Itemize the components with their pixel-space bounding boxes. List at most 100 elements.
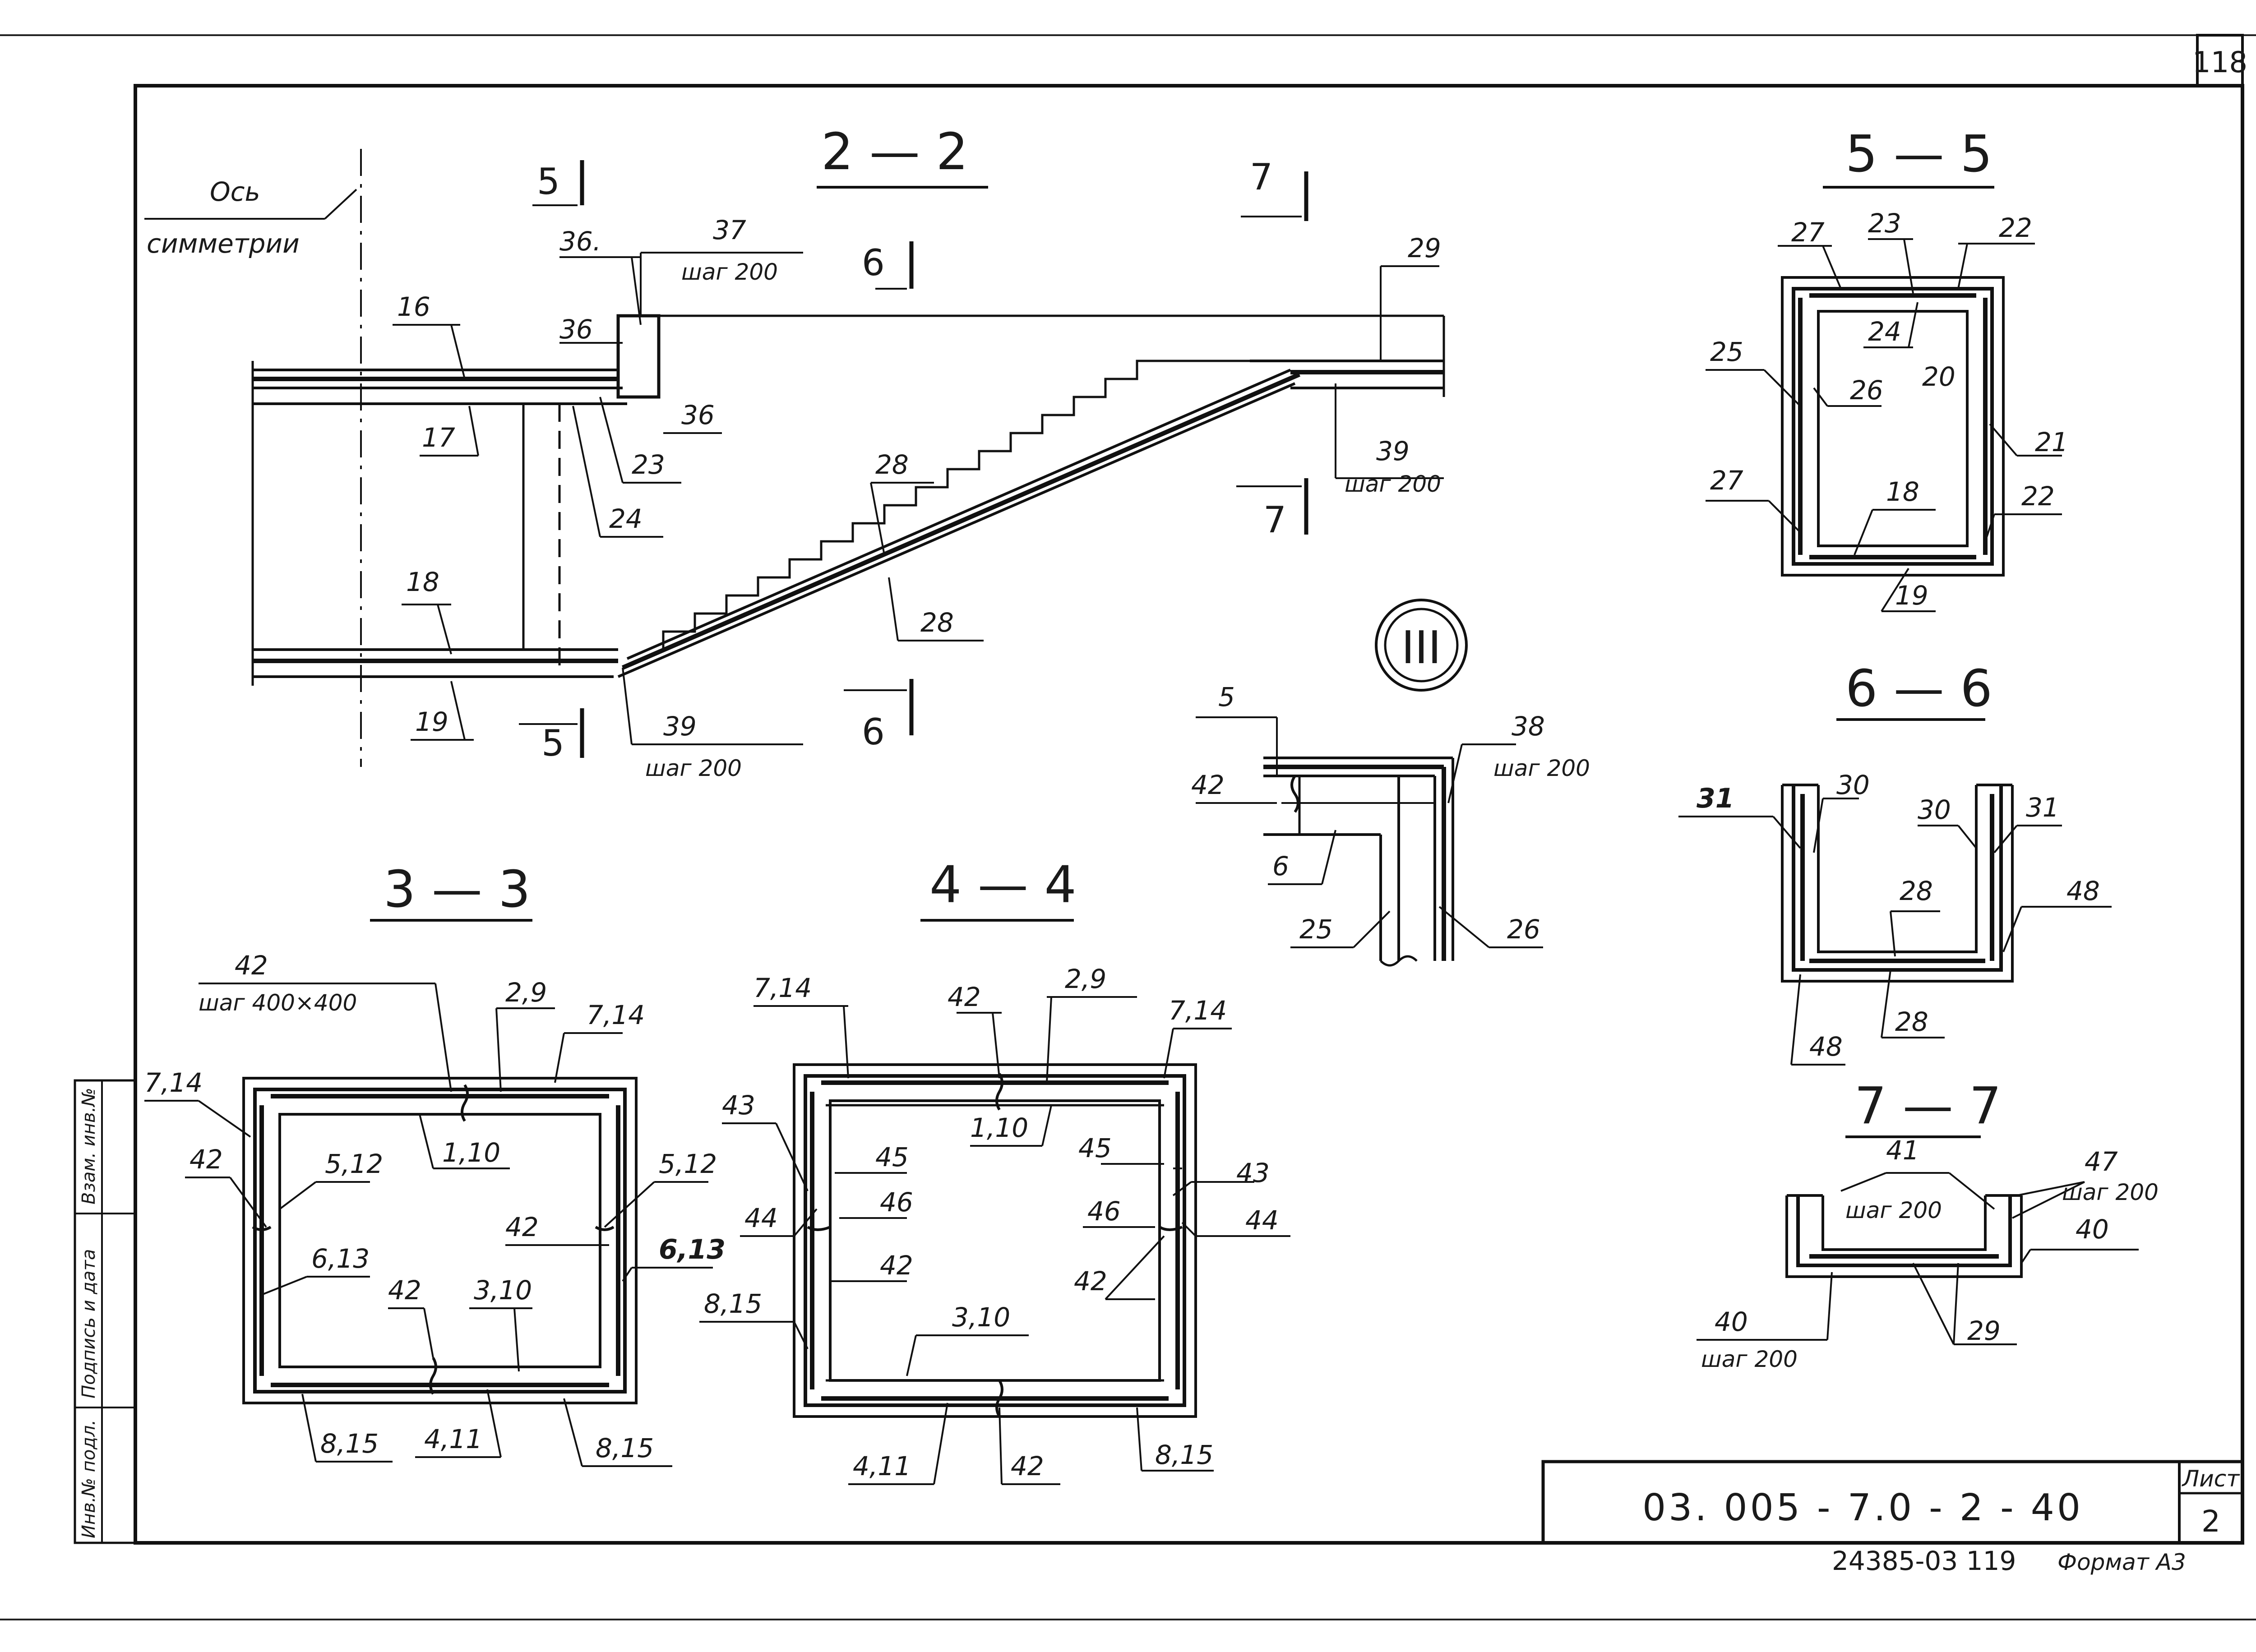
callout-42-bottom: 42 [1011,1451,1044,1481]
callout-42-right: 42 [1074,1266,1107,1297]
callout-29: 29 [1967,1315,2001,1346]
callout-36-b: 36 [681,400,715,430]
callout-1-10: 1,10 [970,1112,1028,1143]
section-6-6: 6 — 6 31 30 30 31 28 48 48 28 [1678,660,2112,1066]
callout-23: 23 [1868,208,1901,239]
callout-23: 23 [632,449,665,480]
callout-30-left: 30 [1836,770,1870,800]
callout-8-15-left: 8,15 [320,1428,379,1459]
drawing-designation: 03. 005 - 7.0 - 2 - 40 [1642,1486,2083,1529]
callout-1-10: 1,10 [442,1137,500,1168]
format-label: Формат А3 [2057,1549,2186,1575]
list-number: 2 [2201,1504,2220,1539]
callout-20: 20 [1922,361,1956,392]
callout-6-13-left: 6,13 [311,1243,370,1274]
callout-42-left: 42 [190,1144,223,1175]
callout-30-right: 30 [1918,794,1951,825]
callout-22-top: 22 [1999,212,2032,243]
callout-2-9: 2,9 [1065,964,1106,994]
callout-31-left: 31 [1697,783,1734,814]
section-7-7-title: 7 — 7 [1854,1077,2002,1135]
callout-39-bottom: 39 [663,711,697,742]
callout-8-15-right: 8,15 [1155,1440,1213,1470]
callout-29: 29 [1408,233,1441,263]
node-callout-26: 26 [1507,914,1540,945]
callout-19: 19 [1895,580,1928,611]
cut-7-top: 7 [1250,156,1273,198]
section-5-5: 5 — 5 27 23 22 24 25 26 20 21 27 18 22 1… [1706,125,2068,612]
callout-43-right: 43 [1236,1158,1270,1188]
callout-44-right: 44 [1245,1205,1279,1236]
callout-17: 17 [422,422,455,453]
node-callout-42: 42 [1191,770,1225,800]
callout-27-bottom: 27 [1710,465,1743,496]
footer-code: 24385-03 119 [1832,1546,2016,1576]
callout-3-10: 3,10 [474,1275,532,1306]
title-block: 03. 005 - 7.0 - 2 - 40 Лист 2 24385-03 1… [1541,1460,2244,1576]
callout-21: 21 [2035,427,2068,457]
callout-42-top: 42 [235,950,268,981]
step-41: шаг 200 [1845,1197,1942,1223]
callout-28-lower: 28 [920,607,954,638]
axis-label-1: Ось [210,176,260,207]
section-2-2: 2 — 2 Ось симметрии [144,123,1445,781]
node-callout-38: 38 [1512,711,1545,742]
section-5-5-title: 5 — 5 [1845,125,1992,184]
callout-42-left: 42 [880,1250,913,1281]
callout-42-top: 42 [948,982,981,1012]
cut-5-bottom: 5 [541,722,564,764]
side-stamp-cell-2: Подпись и дата [79,1249,99,1398]
side-stamp-cell-1: Взам. инв.№ [79,1088,99,1204]
callout-28-lower: 28 [1895,1006,1928,1037]
callout-42-bottom: 42 [388,1275,421,1306]
step-39-bottom: шаг 200 [645,755,742,781]
sheet-number-box: 118 [2192,34,2247,87]
callout-46-right: 46 [1087,1196,1121,1227]
node-roman-mark: III [1401,621,1441,674]
step-39-top: шаг 200 [1345,471,1441,497]
section-6-6-title: 6 — 6 [1845,660,1992,718]
callout-45-left: 45 [875,1142,909,1172]
side-stamp: Взам. инв.№ Подпись и дата Инв.№ подл. [74,1079,137,1544]
callout-4-11: 4,11 [853,1451,911,1481]
callout-24: 24 [1868,316,1901,347]
callout-46-left: 46 [880,1187,913,1218]
callout-18: 18 [406,567,439,597]
callout-48-right: 48 [2066,876,2100,906]
callout-16: 16 [397,291,430,322]
callout-8-15-left: 8,15 [704,1288,762,1319]
callout-37: 37 [713,215,746,245]
callout-7-14-right: 7,14 [587,1000,645,1030]
section-4-4-title: 4 — 4 [929,856,1077,914]
callout-24: 24 [609,503,643,534]
callout-7-14-left: 7,14 [144,1067,203,1098]
node-III: III 5 42 6 38 шаг 200 25 26 [1191,599,1590,967]
sheet-number: 118 [2192,46,2247,79]
step-42: шаг 400×400 [199,990,357,1016]
callout-48-left: 48 [1809,1031,1843,1062]
callout-40-left: 40 [1715,1306,1748,1337]
callout-7-14-right: 7,14 [1169,995,1227,1026]
callout-28-upper: 28 [1900,876,1933,906]
step-47: шаг 200 [2062,1179,2159,1205]
callout-36-a: 36 [559,314,593,345]
callout-27-top: 27 [1791,217,1825,248]
callout-19: 19 [415,706,448,737]
node-callout-5: 5 [1218,682,1235,712]
callout-31-right: 31 [2026,792,2059,823]
callout-42-right: 42 [505,1212,539,1242]
node-step-38: шаг 200 [1493,755,1590,781]
section-7-7: 7 — 7 41 шаг 200 47 шаг 200 40 29 40 шаг… [1697,1077,2159,1372]
cut-6-top: 6 [862,242,885,284]
cut-5-top: 5 [537,161,560,203]
callout-2-9: 2,9 [505,977,547,1008]
node-marker-outer [1375,599,1468,692]
node-callout-25: 25 [1299,914,1333,945]
callout-45-right: 45 [1078,1133,1112,1163]
list-caption: Лист [2182,1466,2241,1492]
drawing-frame [134,84,2244,1545]
callout-39-top: 39 [1376,436,1410,466]
callout-41: 41 [1886,1135,1919,1166]
node-marker-inner [1384,608,1459,683]
